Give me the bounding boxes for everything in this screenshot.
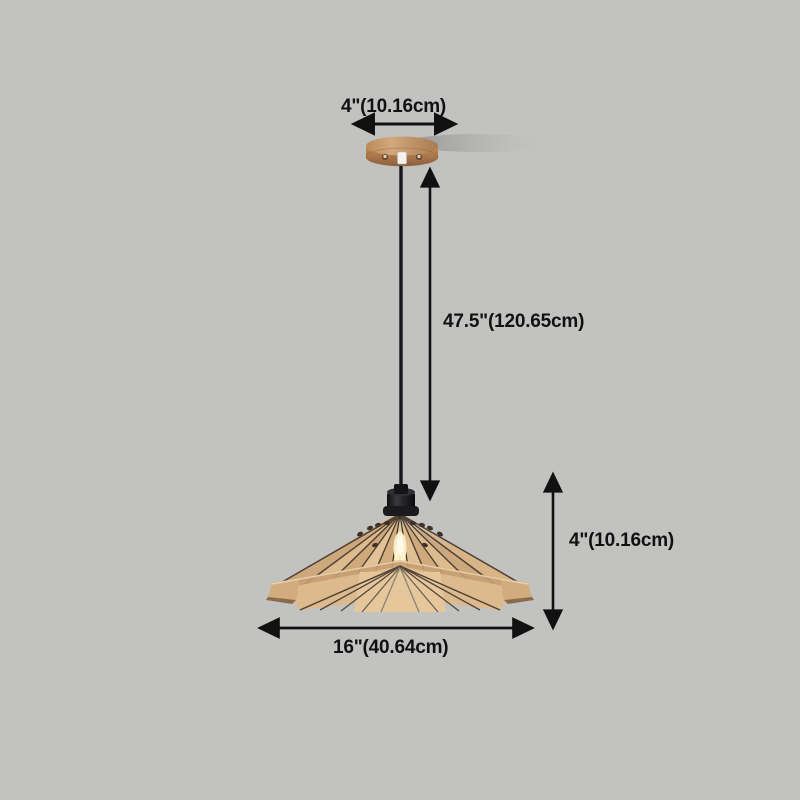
shade-upper-slats <box>276 512 524 595</box>
shade-height-label: 4"(10.16cm) <box>569 530 675 551</box>
canopy-width-label: 4"(10.16cm) <box>341 96 447 117</box>
slatted-lamp-shade <box>266 484 534 613</box>
ceiling-shadow <box>405 134 555 152</box>
drop-length-label: 47.5"(120.65cm) <box>443 311 585 332</box>
shade-vent-holes <box>357 520 443 548</box>
dimension-lines <box>257 112 564 639</box>
shade-width-label: 16"(40.64cm) <box>333 637 449 658</box>
lamp-socket <box>383 484 419 516</box>
cord-grip <box>397 152 407 164</box>
ceiling-canopy <box>365 136 439 167</box>
shade-lower-slats <box>266 560 534 613</box>
